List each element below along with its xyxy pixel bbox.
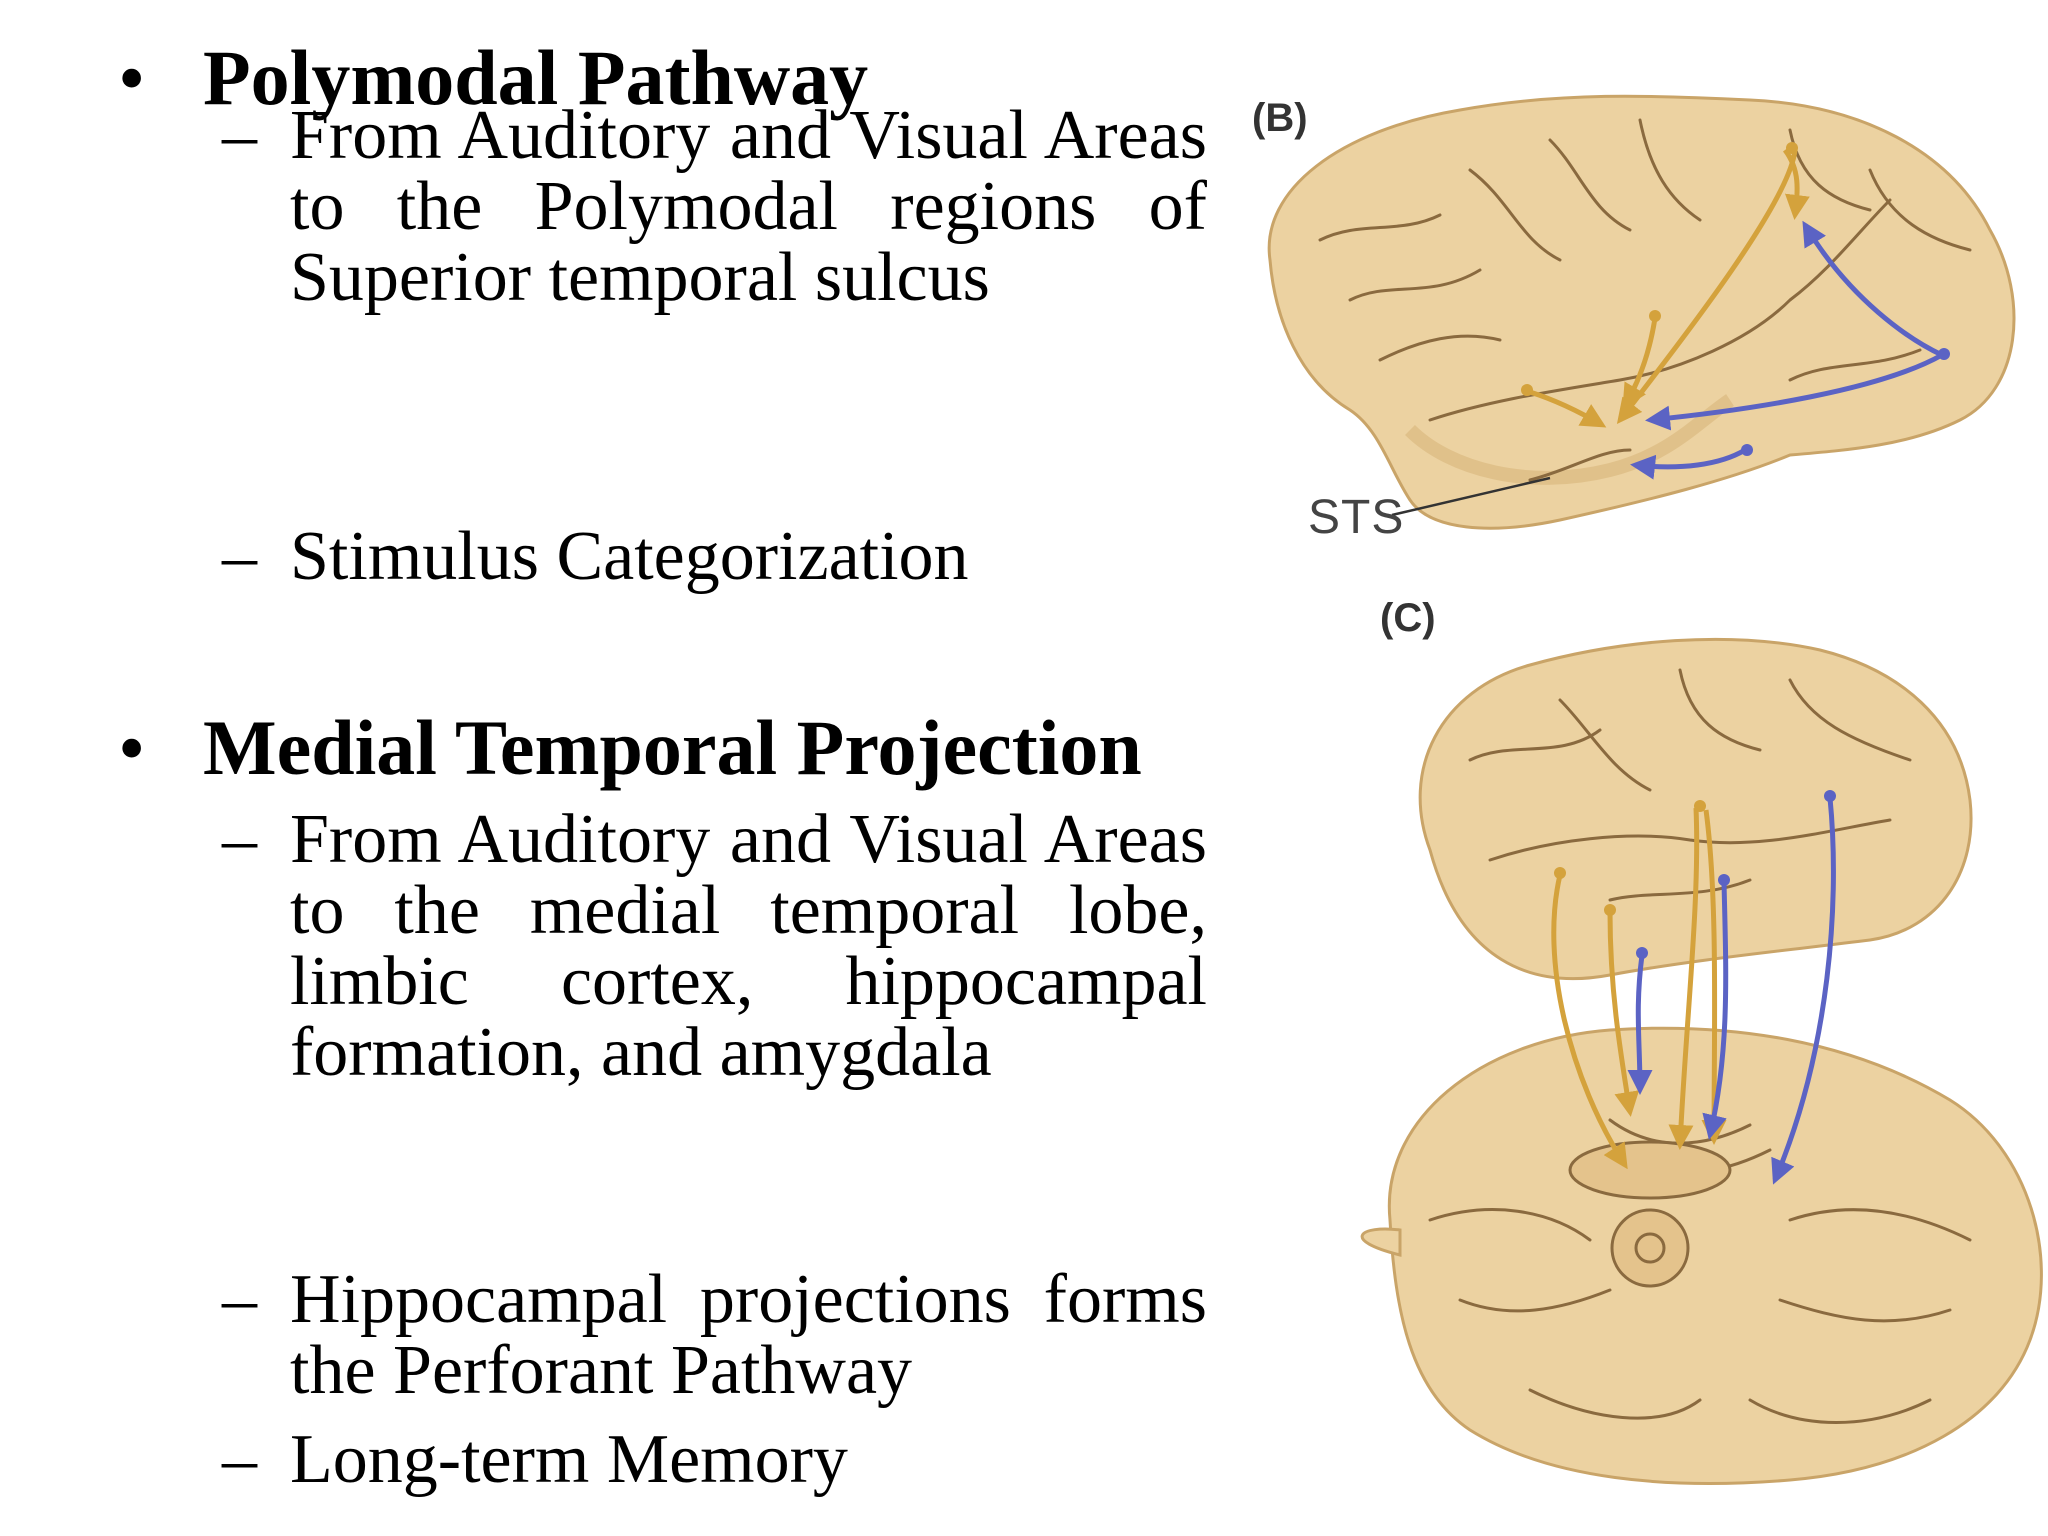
visual-arrows: [1630, 220, 1944, 480]
slide-text-column: •Polymodal Pathway – From Auditory and V…: [118, 34, 1207, 1498]
subitem-perforant-pathway: – Hippocampal projections forms the Perf…: [222, 1261, 1207, 1409]
visual-arrows-ventral: [1627, 797, 1836, 1185]
auditory-arrows-ventral: [1551, 807, 1727, 1170]
heading-medial-temporal-projection: •Medial Temporal Projection: [118, 704, 1142, 791]
panel-c-brain: [1360, 637, 2043, 1485]
dash-icon: –: [222, 518, 257, 595]
panel-c-label: (C): [1380, 596, 1436, 640]
subitem-long-term-memory: – Long-term Memory: [222, 1421, 848, 1498]
dash-icon: –: [222, 1261, 257, 1338]
sts-label: STS: [1308, 491, 1405, 544]
dash-icon: –: [222, 97, 257, 174]
bullet-icon: •: [118, 34, 146, 121]
dash-icon: –: [222, 1421, 257, 1498]
heading-polymodal-pathway: •Polymodal Pathway: [118, 34, 869, 121]
subitem-stimulus-categorization: – Stimulus Categorization: [222, 518, 969, 595]
auditory-arrows: [1529, 148, 1810, 428]
dash-icon: –: [222, 801, 257, 878]
brain-figure: (B) (C) STS: [1230, 0, 2048, 1536]
panel-b-label: (B): [1252, 96, 1308, 140]
subitem-polymodal-source: – From Auditory and Visual Areas to the …: [222, 97, 1207, 316]
bullet-icon: •: [118, 704, 146, 791]
panel-b-brain: [1267, 94, 2016, 530]
subitem-medial-source: – From Auditory and Visual Areas to the …: [222, 801, 1207, 1091]
brain-illustration: [1267, 94, 2043, 1485]
